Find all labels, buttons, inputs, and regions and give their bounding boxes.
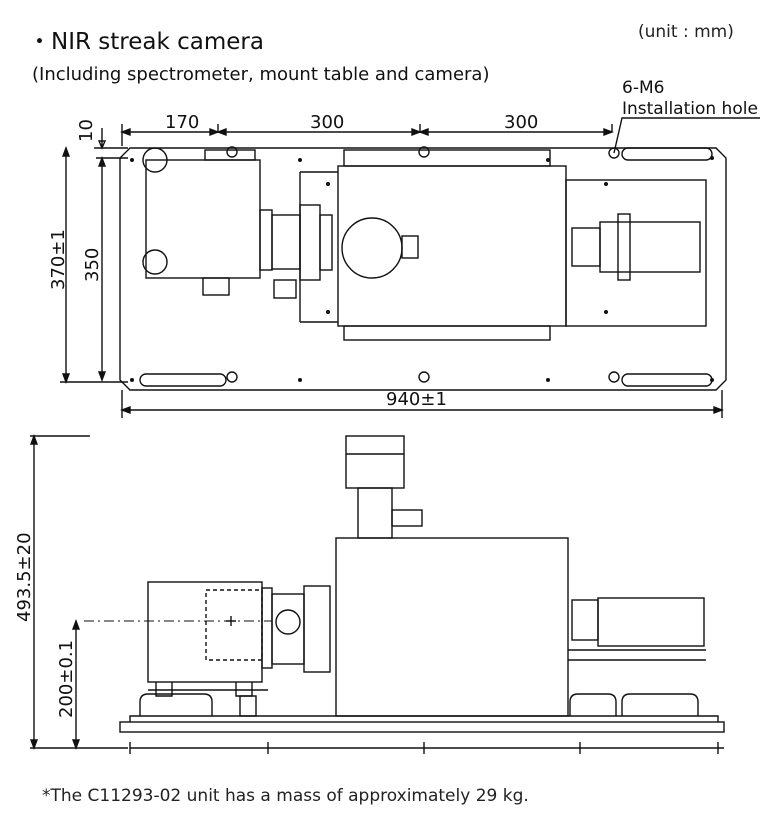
side-camera-adapter (571, 599, 599, 641)
m6-hole (418, 371, 430, 383)
input-box-foot (202, 277, 230, 296)
mount-frame (299, 171, 338, 323)
side-base-plate (119, 721, 725, 733)
side-view (29, 434, 725, 754)
side-camera-head (597, 597, 705, 647)
side-input-box (147, 581, 263, 683)
lens-body (271, 214, 301, 270)
top-camera (345, 435, 405, 489)
dimension-labels: 10 170 300 300 370±1 350 940±1 493.5±20 … (14, 112, 538, 718)
spectrometer-bottom-rail (343, 325, 551, 341)
left-round-foot (142, 249, 168, 275)
dim-300-a: 300 (310, 112, 344, 133)
hidden-outline (205, 589, 263, 661)
axis-cross (226, 616, 236, 626)
flange (259, 209, 273, 271)
dim-350: 350 (82, 248, 103, 282)
side-spectrometer-body (335, 537, 569, 717)
camera-bracket (565, 179, 707, 327)
side-handle-right (569, 693, 617, 716)
side-dimension-lines (29, 434, 724, 754)
base-plate-outline (119, 147, 727, 391)
input-box-tab (204, 149, 256, 161)
camera-head (599, 221, 701, 273)
dim-200: 200±0.1 (56, 640, 77, 718)
spectrometer-top-rail (343, 149, 551, 167)
lens-ring (299, 204, 321, 281)
grating-turret (341, 217, 403, 279)
side-handle-right-2 (621, 693, 699, 716)
knob (273, 279, 297, 299)
callout-leader (613, 117, 760, 154)
column-knob (391, 509, 423, 527)
dim-940: 940±1 (386, 389, 447, 410)
m6-hole (418, 146, 430, 158)
page-subtitle: (Including spectrometer, mount table and… (32, 64, 490, 85)
side-handle (139, 693, 213, 716)
side-lens-ring (303, 585, 331, 673)
camera-clamp (617, 213, 631, 281)
footnote: *The C11293-02 unit has a mass of approx… (42, 786, 529, 806)
camera-adapter (571, 227, 601, 267)
dim-170: 170 (165, 112, 199, 133)
top-column (357, 487, 393, 539)
input-box (145, 159, 261, 279)
dim-370: 370±1 (48, 229, 69, 290)
m6-hole (608, 147, 620, 159)
dim-300-b: 300 (504, 112, 538, 133)
slot-hole (621, 147, 713, 161)
m6-hole (608, 371, 620, 383)
slot-hole (139, 373, 227, 387)
side-flange (261, 587, 273, 669)
m6-hole (226, 371, 238, 383)
side-lens-circle (275, 609, 301, 635)
side-rail (568, 649, 706, 661)
side-lens (271, 593, 305, 665)
m6-hole (226, 146, 238, 158)
side-base-top (129, 715, 719, 722)
dim-493: 493.5±20 (14, 532, 35, 622)
turret-knob (401, 235, 419, 259)
spectrometer-body (337, 165, 567, 327)
top-dimension-lines (60, 124, 724, 418)
top-view (60, 117, 760, 418)
installation-hole-label: 6-M6 (622, 78, 665, 98)
installation-hole-sublabel: Installation hole (622, 99, 758, 119)
side-post (239, 695, 257, 717)
dim-10: 10 (76, 119, 97, 142)
page-title: ・NIR streak camera (28, 29, 264, 55)
lens-ring-2 (319, 214, 333, 271)
small-screws (130, 156, 714, 382)
unit-note: (unit : mm) (638, 22, 734, 42)
slot-hole (621, 373, 713, 387)
